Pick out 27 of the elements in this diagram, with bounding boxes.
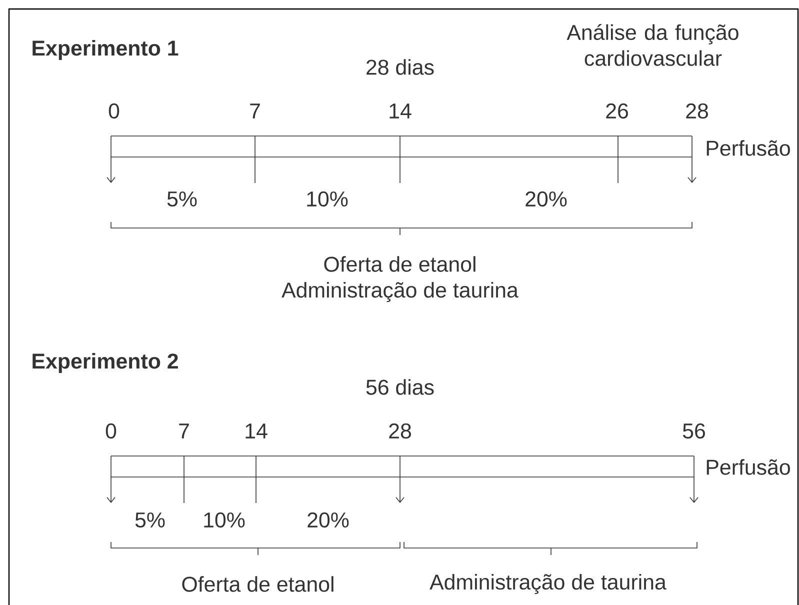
percentage-label: 10%	[204, 512, 245, 528]
bracket-label: Administração de taurina	[430, 574, 666, 594]
percentage-label: 5%	[167, 191, 197, 207]
bracket-label: Oferta de etanol	[324, 256, 476, 272]
section-title: Experimento 2	[32, 353, 178, 373]
percentage-label: 20%	[308, 512, 349, 528]
duration-label: 56 dias	[366, 379, 434, 395]
tick-label: 28	[389, 423, 411, 439]
tick-label: 0	[108, 103, 120, 119]
tick-label: 56	[682, 423, 705, 439]
percentage-label: 20%	[526, 191, 567, 207]
tick-label: 26	[606, 103, 628, 119]
tick-label: 14	[390, 104, 412, 118]
tick-label: 28	[686, 103, 708, 119]
section-title: Experimento 1	[32, 40, 178, 60]
axis-label: Perfusão	[706, 140, 790, 156]
percentage-label: 5%	[135, 512, 165, 528]
tick-label: 14	[246, 424, 268, 438]
bracket-label: Administração de taurina	[282, 282, 518, 302]
tick-label: 0	[106, 423, 116, 439]
annotation-text: Análise da função cardiovascular	[566, 24, 738, 66]
bracket-label: Oferta de etanol	[182, 576, 334, 592]
tick-label: 7	[250, 104, 260, 118]
percentage-label: 10%	[307, 191, 348, 207]
duration-label: 28 dias	[366, 59, 434, 75]
tick-label: 7	[179, 424, 189, 438]
axis-label: Perfusão	[706, 459, 790, 475]
